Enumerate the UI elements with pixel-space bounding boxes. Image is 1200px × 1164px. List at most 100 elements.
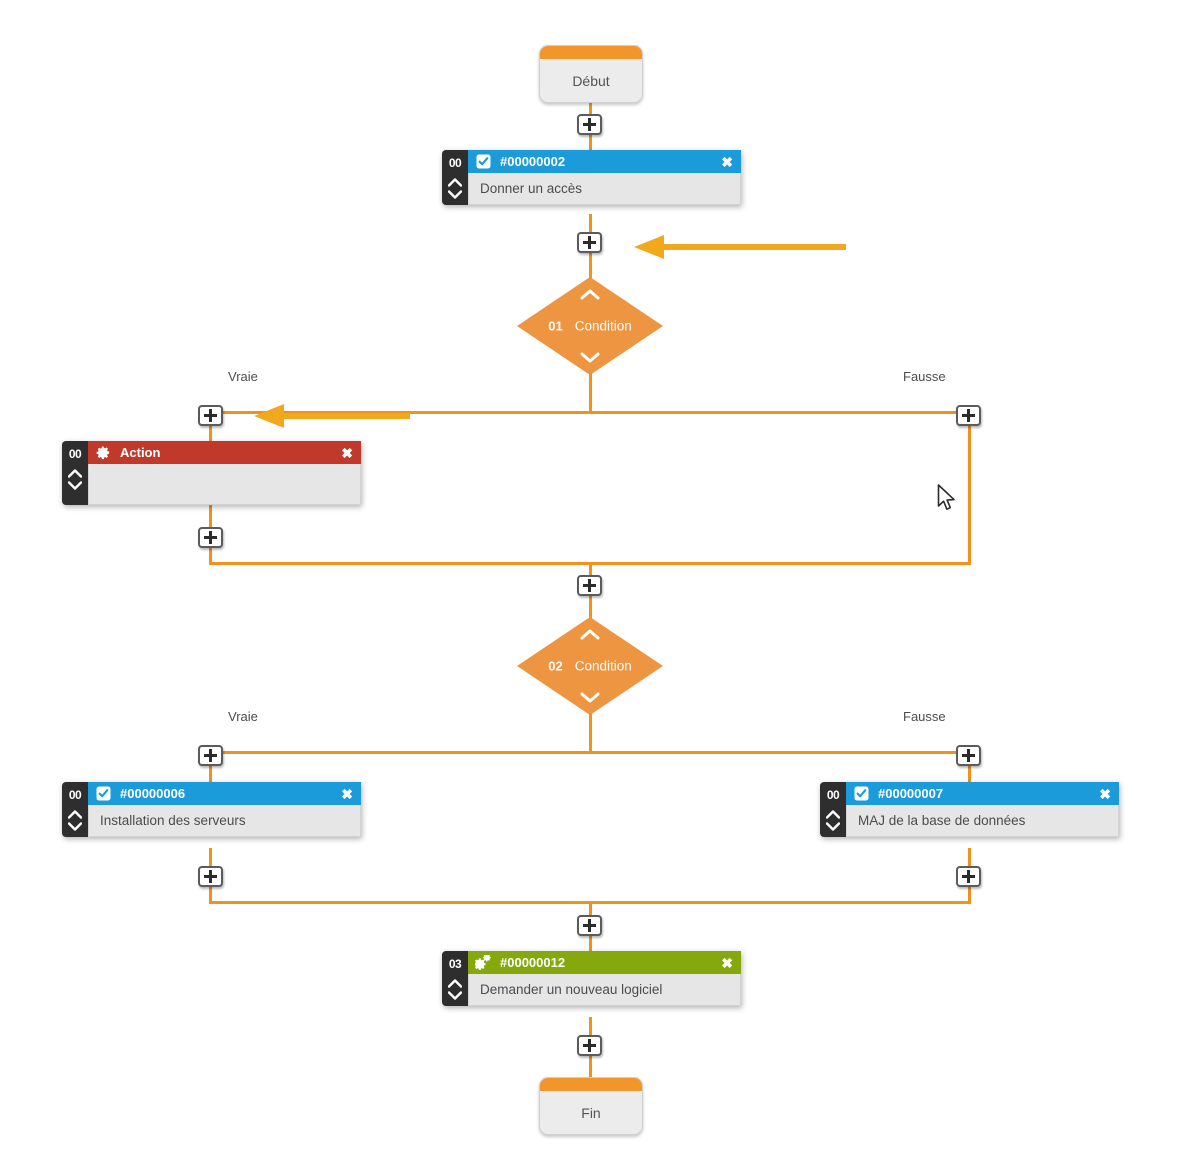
- add-branch-true-2-button[interactable]: [198, 745, 223, 766]
- plus-icon: [204, 870, 217, 883]
- close-icon[interactable]: ✖: [721, 153, 733, 170]
- request-card-content[interactable]: Demander un nouveau logiciel: [468, 974, 741, 1006]
- connector-split1-right-down: [968, 411, 971, 565]
- plus-icon: [962, 870, 975, 883]
- condition-label: Condition: [574, 318, 632, 334]
- request-card-body: #00000012 ✖ Demander un nouveau logiciel: [468, 951, 741, 1006]
- branch-label-true-1: Vraie: [228, 369, 258, 384]
- gears-icon: [475, 954, 492, 971]
- task-card-00000007[interactable]: 00 #00000007 ✖ MAJ de la base de données: [820, 782, 1119, 837]
- task-card-00000002[interactable]: 00 #00000002 ✖ Donner un accès: [442, 150, 741, 205]
- add-branch-false-2-button[interactable]: [956, 745, 981, 766]
- task-card-rail[interactable]: 00: [820, 782, 846, 837]
- task-card-header: #00000006 ✖: [88, 782, 361, 805]
- task-card-index: 00: [448, 156, 462, 170]
- action-card[interactable]: 00 Action ✖: [62, 441, 361, 505]
- add-before-end-button[interactable]: [577, 1035, 602, 1056]
- task-card-title: #00000006: [120, 786, 186, 801]
- close-icon[interactable]: ✖: [1099, 785, 1111, 802]
- task-card-content[interactable]: MAJ de la base de données: [846, 805, 1119, 837]
- plus-icon: [204, 531, 217, 544]
- plus-icon: [583, 919, 596, 932]
- move-down-icon[interactable]: [68, 822, 82, 831]
- plus-icon: [204, 409, 217, 422]
- move-up-icon[interactable]: [826, 810, 840, 819]
- request-card-index: 03: [448, 957, 462, 971]
- action-card-header: Action ✖: [88, 441, 361, 464]
- plus-icon: [962, 409, 975, 422]
- branch-label-false-2: Fausse: [903, 709, 946, 724]
- connector-cond1-to-split: [589, 360, 592, 413]
- move-down-icon[interactable]: [448, 190, 462, 199]
- action-card-content[interactable]: [88, 464, 361, 505]
- task-card-title: #00000007: [878, 786, 944, 801]
- add-after-merge-1-button[interactable]: [577, 575, 602, 596]
- add-after-action-button[interactable]: [198, 527, 223, 548]
- chevron-up-icon[interactable]: [580, 629, 600, 640]
- action-card-index: 00: [68, 447, 82, 461]
- plus-icon: [583, 1039, 596, 1052]
- annotation-arrow-upper: [634, 234, 846, 260]
- task-card-body: #00000002 ✖ Donner un accès: [468, 150, 741, 205]
- end-node-cap: [540, 1078, 642, 1091]
- annotation-arrow-lower: [254, 403, 410, 429]
- add-after-task-00000002-button[interactable]: [577, 232, 602, 253]
- checkbox-icon: [475, 153, 492, 170]
- chevron-up-icon[interactable]: [580, 289, 600, 300]
- connector-split1-horizontal: [210, 411, 972, 414]
- task-card-content[interactable]: Installation des serveurs: [88, 805, 361, 837]
- move-down-icon[interactable]: [68, 481, 82, 490]
- plus-icon: [204, 749, 217, 762]
- plus-icon: [962, 749, 975, 762]
- move-up-icon[interactable]: [68, 469, 82, 478]
- move-up-icon[interactable]: [448, 178, 462, 187]
- add-after-task-00000006-button[interactable]: [198, 866, 223, 887]
- start-node[interactable]: Début: [539, 45, 643, 103]
- connector-split2-right-down: [968, 751, 971, 791]
- checkbox-icon: [95, 785, 112, 802]
- move-up-icon[interactable]: [448, 979, 462, 988]
- plus-icon: [583, 118, 596, 131]
- condition-index: 01: [548, 318, 563, 334]
- task-card-rail[interactable]: 00: [62, 782, 88, 837]
- task-card-content[interactable]: Donner un accès: [468, 173, 741, 205]
- move-up-icon[interactable]: [68, 810, 82, 819]
- close-icon[interactable]: ✖: [341, 785, 353, 802]
- add-branch-true-1-button[interactable]: [198, 405, 223, 426]
- close-icon[interactable]: ✖: [721, 954, 733, 971]
- end-node[interactable]: Fin: [539, 1077, 643, 1135]
- branch-label-true-2: Vraie: [228, 709, 258, 724]
- add-after-merge-2-button[interactable]: [577, 915, 602, 936]
- add-after-start-button[interactable]: [577, 114, 602, 135]
- task-card-body: #00000006 ✖ Installation des serveurs: [88, 782, 361, 837]
- condition-label-group: 01 Condition: [517, 319, 663, 334]
- condition-index: 02: [548, 658, 563, 674]
- request-card-00000012[interactable]: 03 #00000012 ✖ D: [442, 951, 741, 1006]
- move-down-icon[interactable]: [448, 991, 462, 1000]
- chevron-down-icon[interactable]: [580, 692, 600, 703]
- branch-label-false-1: Fausse: [903, 369, 946, 384]
- action-card-body: Action ✖: [88, 441, 361, 505]
- add-after-task-00000007-button[interactable]: [956, 866, 981, 887]
- chevron-down-icon[interactable]: [580, 352, 600, 363]
- task-card-rail[interactable]: 00: [442, 150, 468, 205]
- connector-cond2-to-split2: [589, 700, 592, 753]
- task-card-title: #00000002: [500, 154, 566, 169]
- task-card-00000006[interactable]: 00 #00000006 ✖ Installation des serveurs: [62, 782, 361, 837]
- connector-split1-left-down: [209, 411, 212, 443]
- request-card-rail[interactable]: 03: [442, 951, 468, 1006]
- task-card-index: 00: [68, 788, 82, 802]
- close-icon[interactable]: ✖: [341, 444, 353, 461]
- add-branch-false-1-button[interactable]: [956, 405, 981, 426]
- start-node-cap: [540, 46, 642, 59]
- request-card-title: #00000012: [500, 955, 566, 970]
- action-card-title: Action: [120, 445, 161, 460]
- end-node-label: Fin: [581, 1104, 601, 1121]
- move-down-icon[interactable]: [826, 822, 840, 831]
- action-card-rail[interactable]: 00: [62, 441, 88, 505]
- condition-node-01[interactable]: 01 Condition: [517, 277, 663, 375]
- request-card-header: #00000012 ✖: [468, 951, 741, 974]
